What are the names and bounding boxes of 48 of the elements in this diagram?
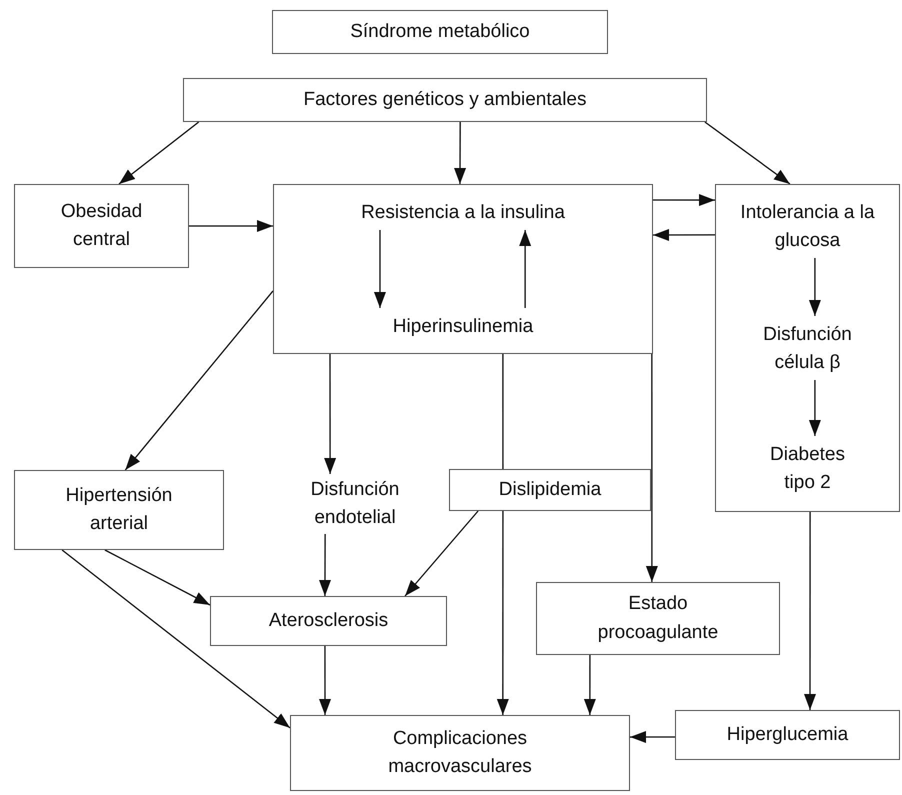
- box-label: Complicaciones macrovasculares: [387, 726, 533, 779]
- group-box: [273, 184, 653, 354]
- arrow: [374, 230, 386, 308]
- node-text: Disfunción célula β: [762, 322, 853, 375]
- box-label: Síndrome metabólico: [350, 20, 530, 44]
- box-label: Obesidad central: [60, 200, 144, 252]
- box-label: Estado procoagulante: [596, 592, 720, 644]
- process-box: [272, 10, 608, 54]
- arrow: [124, 290, 274, 470]
- process-box: [14, 470, 224, 550]
- process-box: [210, 596, 447, 646]
- group-box: [715, 184, 900, 512]
- node-text: Resistencia a la insulina: [361, 200, 565, 225]
- box-label: Hiperglucemia: [726, 722, 848, 747]
- arrow: [496, 511, 509, 715]
- arrow: [118, 121, 200, 185]
- arrow: [324, 354, 336, 474]
- arrow: [62, 549, 290, 728]
- arrow: [519, 230, 532, 308]
- arrow: [319, 646, 331, 715]
- node-text: Hiperinsulinemia: [392, 314, 534, 339]
- box-label: Hipertensión arterial: [64, 484, 174, 536]
- arrow: [808, 380, 821, 436]
- arrow: [646, 354, 658, 582]
- arrow: [653, 194, 715, 206]
- box-label: Dislipidemia: [498, 478, 602, 502]
- box-label: Factores genéticos y ambientales: [303, 88, 587, 112]
- arrow: [319, 534, 331, 596]
- arrow: [704, 121, 790, 185]
- process-box: [536, 582, 780, 655]
- node-text: Disfunción endotelial: [310, 478, 400, 530]
- arrow: [808, 258, 821, 316]
- process-box: [183, 78, 707, 122]
- arrow: [189, 220, 273, 232]
- box-label: Aterosclerosis: [268, 608, 388, 633]
- process-box: [449, 469, 651, 511]
- arrow: [404, 510, 479, 596]
- process-box: [290, 715, 630, 791]
- arrow: [653, 228, 715, 241]
- process-box: [14, 184, 189, 268]
- arrow: [104, 549, 210, 606]
- node-text: Intolerancia a la glucosa: [739, 200, 876, 253]
- node-text: Diabetes tipo 2: [769, 442, 846, 495]
- arrow: [630, 731, 675, 744]
- arrow: [584, 655, 596, 715]
- arrow: [454, 122, 466, 184]
- arrow: [804, 512, 816, 710]
- process-box: [675, 710, 900, 760]
